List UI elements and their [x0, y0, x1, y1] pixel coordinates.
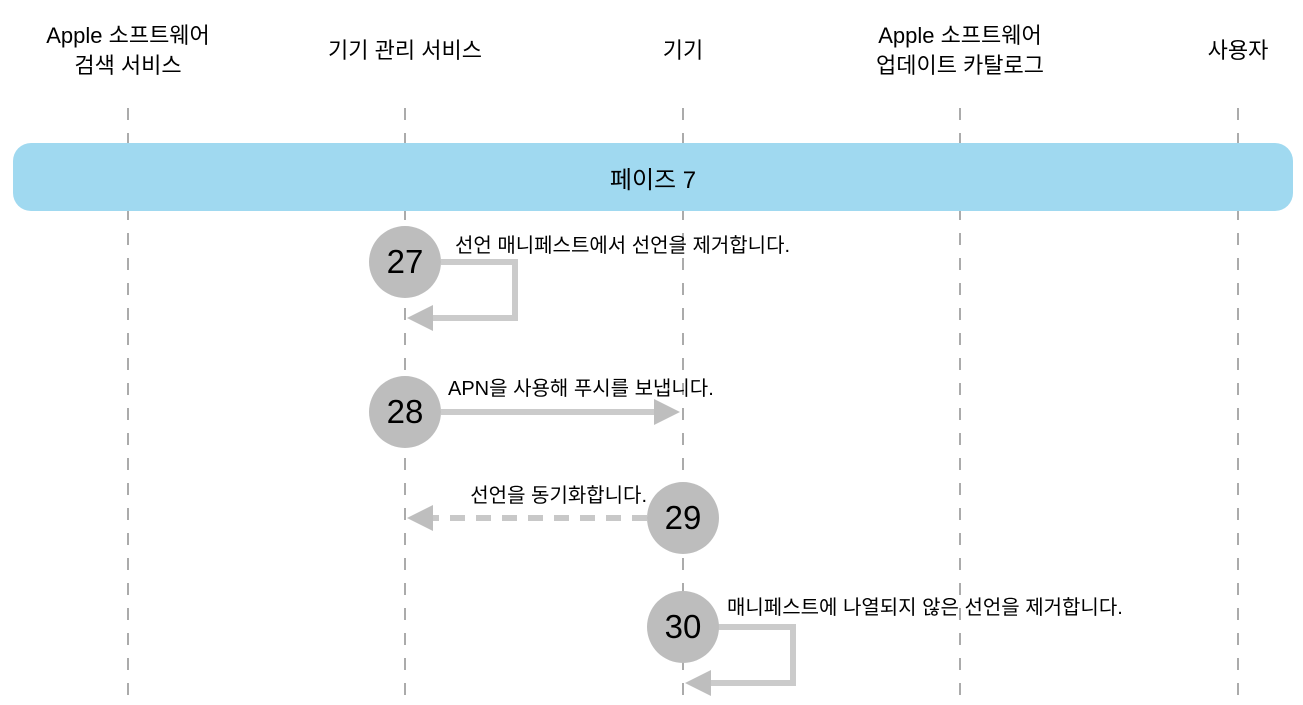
- step-27-badge: 27: [369, 226, 441, 298]
- actor-label-user: 사용자: [1207, 38, 1269, 63]
- actor-label-apple-software-update-catalog: Apple 소프트웨어 업데이트 카탈로그: [875, 23, 1045, 78]
- actor-label-device-management-service: 기기 관리 서비스: [328, 38, 482, 63]
- step-30-arrowhead-icon: [685, 670, 711, 696]
- step-27-label: 선언 매니페스트에서 선언을 제거합니다.: [455, 235, 791, 257]
- step-28-badge: 28: [369, 376, 441, 448]
- phase-banner: 페이즈 7: [13, 143, 1293, 211]
- step-29-label: 선언을 동기화합니다.: [470, 485, 647, 507]
- step-27-arrowhead-icon: [407, 305, 433, 331]
- step-27-number: 27: [386, 243, 424, 280]
- step-28-label: APN을 사용해 푸시를 보냅니다.: [448, 378, 714, 400]
- step-28-number: 28: [386, 393, 424, 430]
- phase-banner-label: 페이즈 7: [609, 166, 697, 194]
- actor-label-device: 기기: [662, 38, 704, 63]
- step-30-self-loop-line: [711, 624, 796, 686]
- step-30-label: 매니페스트에 나열되지 않은 선언을 제거합니다.: [727, 597, 1123, 619]
- step-27-self-loop-line: [433, 259, 518, 321]
- actor-label-apple-software-lookup-service: Apple 소프트웨어 검색 서비스: [46, 23, 210, 78]
- step-29-badge: 29: [647, 482, 719, 554]
- step-29-number: 29: [664, 499, 702, 536]
- step-30-number: 30: [664, 608, 702, 645]
- step-28-arrowhead-icon: [654, 399, 680, 425]
- step-30-badge: 30: [647, 591, 719, 663]
